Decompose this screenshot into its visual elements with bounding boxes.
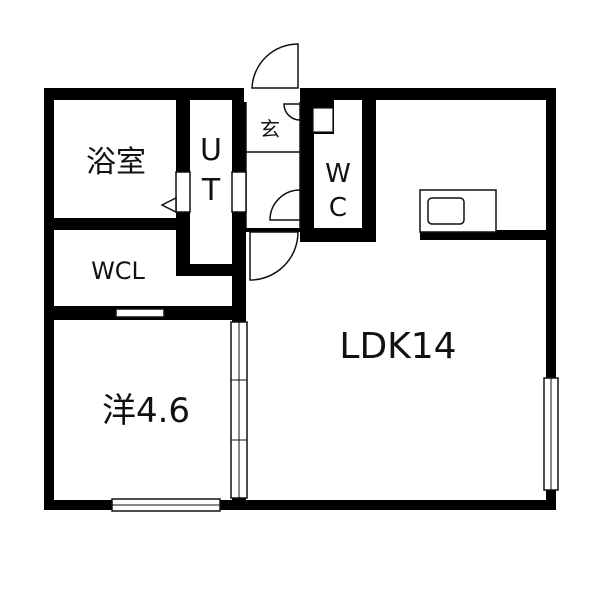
room-label-wcl: WCL — [91, 257, 145, 285]
room-label-wc-w: W — [325, 159, 351, 189]
room-label-entrance: 玄 — [260, 117, 280, 141]
kitchen-sink — [419, 189, 497, 233]
windows — [111, 86, 559, 512]
room-label-ut-u: U — [200, 133, 222, 168]
room-label-western: 洋4.6 — [102, 391, 190, 431]
room-label-ldk: LDK14 — [339, 326, 456, 367]
room-label-bath: 浴室 — [86, 145, 146, 180]
doors — [160, 43, 301, 281]
room-label-ut-t: T — [201, 173, 221, 208]
outer-walls — [44, 88, 556, 510]
room-label-wc-c: C — [329, 193, 347, 223]
